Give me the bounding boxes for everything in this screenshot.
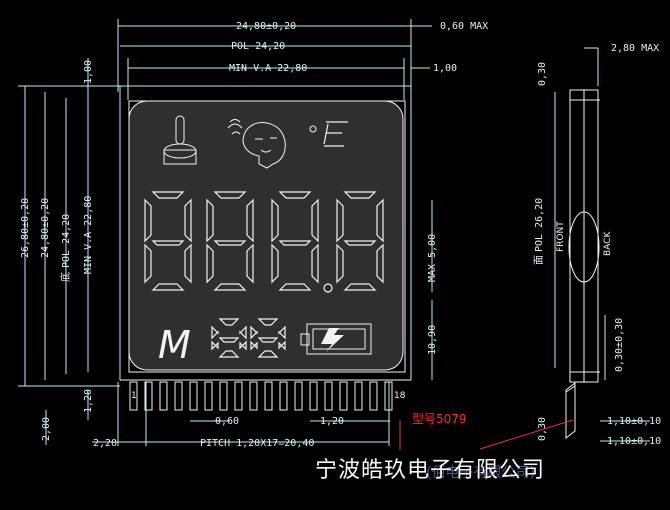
pin <box>174 381 183 411</box>
pol-width-label: POL 24,20 <box>231 41 285 52</box>
inner-height-label: 24,80±0,20 <box>40 198 51 258</box>
pin-row <box>129 381 393 411</box>
seven-seg-digit <box>271 191 319 291</box>
max-5-label: MAX 5,00 <box>427 234 438 282</box>
pin <box>234 381 243 411</box>
va-height-label: MIN V.A 22,80 <box>83 196 94 274</box>
back-label: BACK <box>603 231 613 256</box>
top-dimensions: 24,80±0,20 POL 24,20 MIN V.A 22,80 0,60 … <box>117 19 488 100</box>
watermark-text: (佰电子有限公司) <box>426 465 535 481</box>
side-pin-dim-2: 1,10±0,10 <box>607 436 661 447</box>
pin-width-label: 0,60 <box>215 416 239 427</box>
pin-pitch-label: 1,20 <box>320 416 344 427</box>
small-seven-seg-digit <box>211 318 247 358</box>
model-label: 型号5079 <box>412 412 467 426</box>
pol-height-label: POL 24,20 <box>61 214 72 268</box>
side-pol-label: POL 26,20 <box>534 198 545 252</box>
bottom-dimensions: PITCH 1,20X17=20,40 2,20 0,60 1,20 <box>92 382 390 449</box>
front-label: FRONT <box>556 221 566 252</box>
side-pin-dim-1: 1,10±0,10 <box>607 416 661 427</box>
pin <box>249 381 258 411</box>
seven-seg-digit <box>336 191 384 291</box>
side-view: 2,80 MAX 面 POL 26,20 FRONT BACK 0,30 0,3… <box>534 43 661 447</box>
pin <box>279 381 288 411</box>
pin <box>384 381 393 411</box>
company-name: 宁波皓玖电子有限公司 <box>315 458 546 483</box>
pin <box>309 381 318 411</box>
pin <box>339 381 348 411</box>
pin <box>354 381 363 411</box>
pin <box>264 381 273 411</box>
overall-height-label: 26,80±0,20 <box>20 198 31 258</box>
seven-seg-digit <box>144 191 192 291</box>
pol-height-prefix: 底 <box>59 272 72 282</box>
dimension-10-90-label: 10,90 <box>427 325 438 355</box>
seven-seg-digit <box>206 191 254 291</box>
battery-icon <box>300 323 372 355</box>
pin <box>144 381 153 411</box>
right-margin-label: 1,00 <box>433 63 457 74</box>
leader-lines <box>399 419 574 450</box>
pin <box>159 381 168 411</box>
small-seven-seg-digit <box>250 318 286 358</box>
digit-group <box>144 191 384 358</box>
svg-text:M: M <box>158 323 191 367</box>
thermometer-icon <box>163 115 197 165</box>
side-pol-prefix: 面 <box>534 255 545 265</box>
side-bottom-gap-label: 0,30 <box>537 417 548 441</box>
pin-pitch-left-label: 1,20 <box>83 389 94 413</box>
pin <box>294 381 303 411</box>
pin-first-label: 1 <box>131 391 137 401</box>
overall-width-label: 24,80±0,20 <box>236 21 296 32</box>
pin <box>324 381 333 411</box>
max-thickness-label: 0,60 MAX <box>440 21 488 32</box>
unit-symbol <box>309 121 348 147</box>
left-dimensions: 26,80±0,20 24,80±0,20 底 POL 24,20 MIN V.… <box>18 58 120 445</box>
side-thickness-label: 2,80 MAX <box>611 43 659 54</box>
pin <box>219 381 228 411</box>
pin-last-label: 18 <box>394 391 406 401</box>
pitch-label: PITCH 1,20X17=20,40 <box>200 438 314 449</box>
tail-height-label: 2,00 <box>41 417 52 441</box>
mode-symbol: M <box>158 323 191 367</box>
decimal-point <box>323 283 333 293</box>
left-offset-label: 2,20 <box>93 438 117 449</box>
pin <box>189 381 198 411</box>
main-outline <box>119 85 412 381</box>
right-dimensions: MAX 5,00 10,90 <box>427 200 438 380</box>
pin <box>204 381 213 411</box>
side-top-gap-label: 0,30 <box>537 62 548 86</box>
forehead-scan-icon <box>227 119 286 169</box>
pin <box>369 381 378 411</box>
pin <box>129 381 138 411</box>
va-width-label: MIN V.A 22,80 <box>229 63 307 74</box>
side-offset-label: 0,30±0,30 <box>614 318 625 372</box>
